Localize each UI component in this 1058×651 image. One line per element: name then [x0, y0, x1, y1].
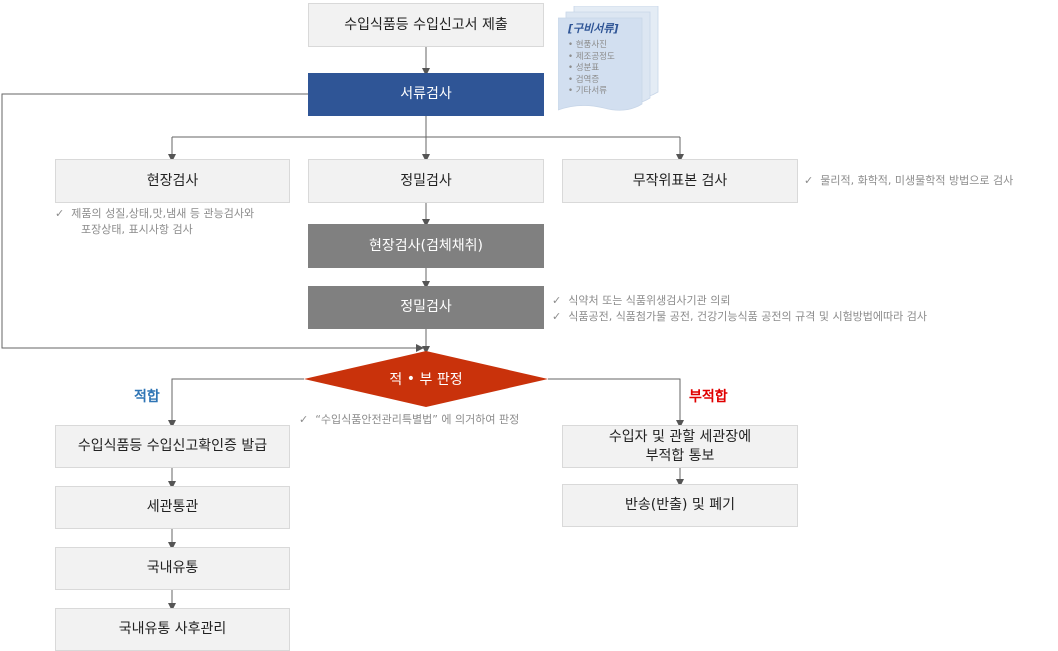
list-item: • 현품사진 — [568, 40, 607, 50]
list-item: • 기타서류 — [568, 86, 607, 96]
random-sample-inspection-box: 무작위표본 검사 — [562, 159, 798, 203]
sampling-box: 현장검사(검체채취) — [308, 224, 544, 268]
fail-label: 부적합 — [689, 389, 728, 405]
precision-inspection-box: 정밀검사 — [308, 159, 544, 203]
import-confirmation-box: 수입식품등 수입신고확인증 발급 — [55, 425, 290, 468]
fail-notification-box: 수입자 및 관할 세관장에 부적합 통보 — [562, 425, 798, 468]
documents-title: [구비서류] — [568, 22, 619, 35]
post-management-box: 국내유통 사후관리 — [55, 608, 290, 651]
customs-clearance-box: 세관통관 — [55, 486, 290, 529]
judgment-note: ✓ “수입식품안전관리특별법” 에 의거하여 판정 — [299, 413, 520, 426]
precision-test-note: ✓ 식약처 또는 식품위생검사기관 의뢰 ✓ 식품공전, 식품첨가물 공전, 건… — [552, 294, 928, 323]
check-icon: ✓ — [55, 207, 65, 220]
document-stack-icon — [558, 6, 659, 111]
field-inspection-box: 현장검사 — [55, 159, 290, 203]
check-icon: ✓ — [299, 413, 309, 426]
documents-list: • 현품사진 • 제조공정도 • 성분표 • 검역증 • 기타서류 — [568, 40, 615, 98]
check-icon: ✓ — [552, 310, 562, 323]
check-icon: ✓ — [804, 174, 814, 187]
random-inspection-note: ✓ 물리적, 화학적, 미생물학적 방법으로 검사 — [804, 174, 1014, 187]
field-inspection-note: ✓ 제품의 성질,상태,맛,냄새 등 관능검사와 포장상태, 표시사항 검사 — [55, 207, 255, 236]
precision-test-box: 정밀검사 — [308, 286, 544, 329]
domestic-distribution-box: 국내유통 — [55, 547, 290, 590]
judgment-label: 적 • 부 판정 — [389, 371, 463, 388]
list-item: • 검역증 — [568, 74, 600, 85]
return-disposal-box: 반송(반출) 및 폐기 — [562, 484, 798, 527]
check-icon: ✓ — [552, 294, 562, 307]
list-item: • 제조공정도 — [568, 51, 615, 62]
required-documents: [구비서류] • 현품사진 • 제조공정도 • 성분표 • 검역증 • 기타서류 — [558, 6, 662, 116]
pass-label: 적합 — [134, 389, 160, 405]
document-review-box: 서류검사 — [308, 73, 544, 116]
submit-declaration-box: 수입식품등 수입신고서 제출 — [308, 3, 544, 47]
judgment-diamond — [304, 351, 548, 407]
list-item: • 성분표 — [568, 63, 600, 73]
